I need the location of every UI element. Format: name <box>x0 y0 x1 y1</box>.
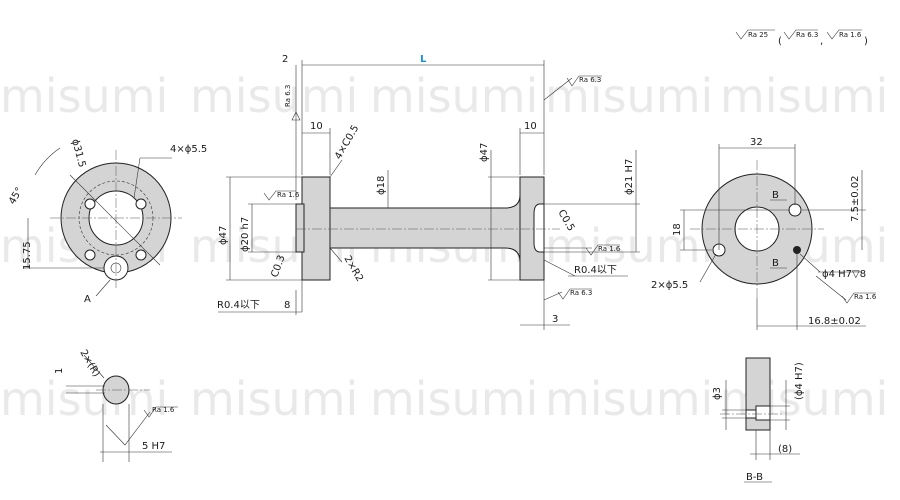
relief-right-label: R0.4以下 <box>574 265 617 276</box>
length-label: L <box>420 54 427 65</box>
bore-left-label: ϕ20 h7 <box>240 217 251 252</box>
finish-symbol-icon <box>566 75 602 87</box>
finish-symbol-icon <box>735 29 775 40</box>
holes-2x-label: 2×ϕ5.5 <box>651 280 688 291</box>
right-bore <box>533 203 545 253</box>
diagonal-45 <box>69 174 161 266</box>
finish-symbol-icon <box>585 244 620 256</box>
pin-hole-label: ϕ4 H7▽8 <box>822 269 866 280</box>
finish-symbol-icon <box>841 292 876 304</box>
leader-finish <box>815 275 847 301</box>
watermark-text: misumi <box>370 69 538 123</box>
finish-symbol-icon <box>263 190 296 201</box>
watermark-text: misumi <box>0 372 168 426</box>
relief-left-label: R0.4以下 <box>217 300 260 311</box>
flange-dia-left-label: ϕ47 <box>218 226 229 245</box>
paren-open: ( <box>778 36 782 47</box>
leader-chamfer <box>329 159 343 178</box>
left-spigot <box>295 203 305 253</box>
bolt-hole <box>135 249 147 261</box>
leader-pin <box>799 253 821 273</box>
pin-hole-marker <box>793 246 801 254</box>
paren-close: ) <box>864 36 868 47</box>
detail-dim-5h7-label: 5 H7 <box>142 441 165 452</box>
flange-right-label: 10 <box>524 121 537 132</box>
finish-ra16-detail: Ra 1.6 <box>152 406 175 414</box>
watermark-text: misumi <box>0 69 168 123</box>
pcd-label: ϕ31.5 <box>69 138 87 169</box>
finish-ra16-right: Ra 1.6 <box>598 245 621 253</box>
section-bb: ϕ3 (ϕ4 H7) (8) B-B <box>712 357 805 483</box>
watermark-text: misumi <box>545 372 713 426</box>
watermark-text: misumi <box>545 219 713 273</box>
height-18-label: 18 <box>672 223 683 236</box>
width-32-label: 32 <box>750 137 763 148</box>
finish-symbol-icon <box>826 29 862 40</box>
finish-symbol-icon <box>783 29 818 40</box>
flange-dia-right-label: ϕ47 <box>479 143 490 162</box>
section-label: B-B <box>746 472 763 483</box>
leader-r <box>83 354 105 379</box>
watermark-text: misumi <box>190 69 358 123</box>
finish-ra16-paren: Ra 1.6 <box>839 31 862 39</box>
shaft-dia-label: ϕ18 <box>376 176 387 195</box>
offset-168-label: 16.8±0.02 <box>808 316 861 327</box>
bolt-hole <box>84 249 96 261</box>
left-flange <box>301 176 331 281</box>
gap-left-label: 2 <box>282 54 288 65</box>
finish-ra16-right-view: Ra 1.6 <box>854 293 877 301</box>
general-surface-finish: Ra 25 ( Ra 6.3 , Ra 1.6 ) <box>735 29 868 47</box>
watermark-text: misumi <box>370 372 538 426</box>
section-hole-large <box>755 405 771 421</box>
leader-finish <box>543 291 563 301</box>
leader-finish <box>105 411 151 446</box>
finish-ra25: Ra 25 <box>748 31 768 39</box>
angle-arc <box>34 147 61 176</box>
leader-holes <box>133 157 141 199</box>
section-dim-8-label: (8) <box>778 444 792 455</box>
finish-symbol-icon <box>291 111 301 121</box>
finish-ra16-left: Ra 1.6 <box>277 191 300 199</box>
section-dim-3-label: ϕ3 <box>712 387 723 400</box>
comma: , <box>820 36 823 47</box>
section-dim-4h7-label: (ϕ4 H7) <box>794 362 805 400</box>
finish-ra63-top: Ra 6.3 <box>579 76 601 84</box>
watermark-text: misumi <box>190 372 358 426</box>
leader-r2 <box>329 247 343 263</box>
leader-finish <box>543 77 573 101</box>
finish-ra63-bottom: Ra 6.3 <box>570 289 592 297</box>
finish-ra63-paren: Ra 6.3 <box>796 31 818 39</box>
detail-dim-1-label: 1 <box>54 368 65 374</box>
finish-symbol-icon <box>557 288 592 300</box>
leader-relief-right <box>543 259 576 277</box>
angle-label: 45° <box>7 186 25 207</box>
height-label: 15.75 <box>22 241 33 270</box>
watermark-text: misumi <box>720 69 888 123</box>
flange-left-label: 10 <box>310 121 323 132</box>
offset-75-label: 7.5±0.02 <box>850 175 861 222</box>
front-view: 45° 15.75 ϕ31.5 4×ϕ5.5 A <box>7 138 207 305</box>
watermark-text: misumi <box>545 69 713 123</box>
leader-a <box>95 279 111 297</box>
holes-label: 4×ϕ5.5 <box>170 144 207 155</box>
chamfer-4x-label: 4×C0.5 <box>333 123 361 161</box>
bolt-hole <box>788 203 802 217</box>
section-mark-top: B <box>772 190 779 201</box>
watermark-layer: misumi misumi misumi misumi misumi misum… <box>0 69 888 426</box>
bolt-hole <box>135 198 147 210</box>
view-label-a: A <box>84 294 91 305</box>
finish-symbol-icon <box>143 406 178 418</box>
dim-3-label: 3 <box>552 314 558 325</box>
bolt-hole <box>84 198 96 210</box>
finish-ra63-left: Ra 6.3 <box>284 85 292 107</box>
bore-right-label: ϕ21 H7 <box>624 159 635 195</box>
right-view: 32 18 7.5±0.02 B B 2×ϕ5.5 ϕ4 H7▽8 Ra 1.6… <box>651 137 877 330</box>
relief-left-width-label: 8 <box>284 300 290 311</box>
section-mark-bottom: B <box>772 258 779 269</box>
leader-holes <box>699 253 717 283</box>
